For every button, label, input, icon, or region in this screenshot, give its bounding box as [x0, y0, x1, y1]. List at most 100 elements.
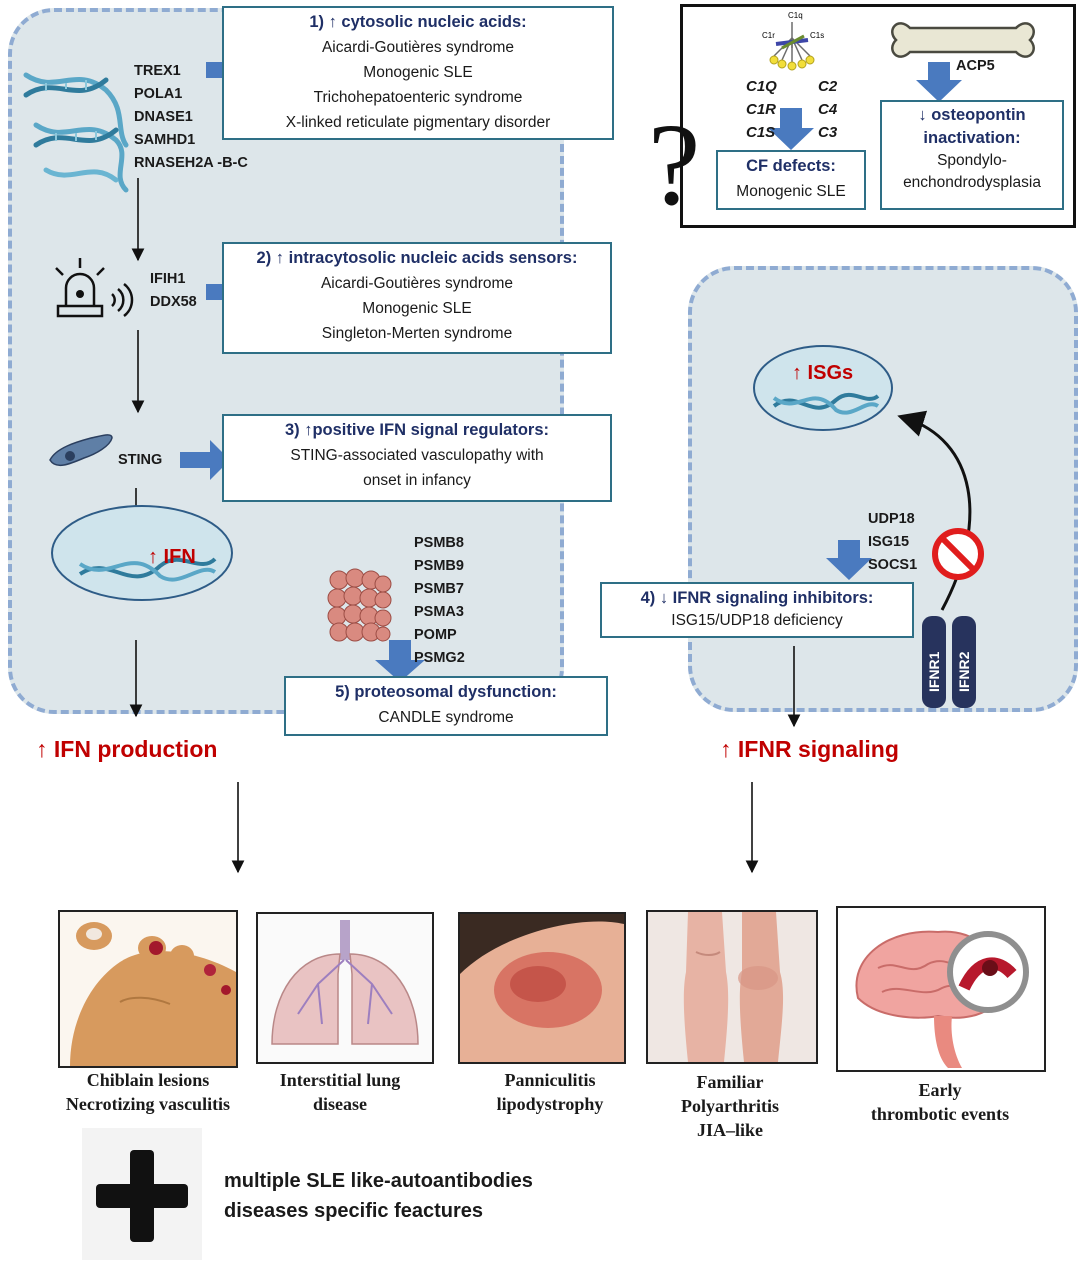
- plus-icon: +: [82, 1128, 202, 1260]
- caption-line: Necrotizing vasculitis: [65, 1094, 231, 1114]
- acp5-label: ACP5: [956, 58, 995, 74]
- box1-item: Trichohepatoenteric syndrome: [313, 89, 523, 106]
- caption-panniculitis: Panniculitis lipodystrophy: [450, 1068, 650, 1116]
- caption-line: Familiar: [696, 1072, 764, 1092]
- box-ifnr-inhibitors: 4) ↓ IFNR signaling inhibitors: ISG15/UD…: [600, 582, 914, 638]
- gene-list-1: TREX1 POLA1 DNASE1 SAMHD1 RNASEH2A -B-C: [134, 60, 248, 175]
- gene-c3: C3: [818, 124, 838, 141]
- ifnr-signaling-label: ↑ IFNR signaling: [720, 736, 899, 762]
- prohibited-icon: [932, 528, 984, 580]
- ifn-nucleus: [51, 505, 233, 601]
- ifn-receptor-icon: IFNR1 IFNR2: [922, 616, 976, 708]
- gene-rnaseh2: RNASEH2A -B-C: [134, 155, 248, 171]
- cf-box-item: Monogenic SLE: [736, 183, 846, 200]
- box3-item: onset in infancy: [363, 472, 471, 489]
- osteo-box-item: enchondrodysplasia: [903, 174, 1041, 191]
- box-positive-ifn-regulators: 3) ↑positive IFN signal regulators: STIN…: [222, 414, 612, 502]
- gene-psmb7: PSMB7: [414, 581, 464, 597]
- dna-helix-icon: [23, 72, 129, 193]
- caption-line: Early: [918, 1080, 962, 1100]
- gene-samhd1: SAMHD1: [134, 132, 196, 148]
- gene-c2: C2: [818, 78, 838, 95]
- isgs-label: ↑ ISGs: [792, 362, 854, 384]
- box3-item: STING-associated vasculopathy with: [290, 447, 544, 464]
- gene-socs1: SOCS1: [868, 557, 918, 573]
- box5-title: 5) proteosomal dysfunction:: [335, 683, 557, 701]
- box1-item: Aicardi-Goutières syndrome: [321, 39, 515, 56]
- box1-item: Monogenic SLE: [363, 64, 473, 81]
- caption-line: lipodystrophy: [496, 1094, 604, 1114]
- gene-list-5: PSMB8 PSMB9 PSMB7 PSMA3 POMP PSMG2: [414, 532, 465, 670]
- box2-item: Monogenic SLE: [362, 300, 472, 317]
- arrow-to-box4: [826, 540, 872, 580]
- box2-item: Singleton-Merten syndrome: [321, 325, 513, 342]
- caption-lung: Interstitial lung disease: [250, 1068, 430, 1116]
- complement-c1-icon: C1q C1r C1s: [762, 11, 824, 71]
- gene-psma3: PSMA3: [414, 604, 464, 620]
- gene-isg15: ISG15: [868, 534, 910, 550]
- osteo-box-title: ↓ osteopontin inactivation:: [918, 106, 1026, 147]
- box1-title: 1) ↑ cytosolic nucleic acids:: [309, 13, 527, 31]
- cf-box-title: CF defects:: [746, 157, 836, 175]
- osteo-box-item: Spondylo-: [937, 152, 1007, 169]
- gene-psmg2: PSMG2: [414, 650, 465, 666]
- footer-text: multiple SLE like-autoantibodies disease…: [224, 1166, 533, 1226]
- caption-line: thrombotic events: [870, 1104, 1010, 1124]
- photo-thrombotic-brain: [836, 906, 1046, 1072]
- gene-ifih1: IFIH1: [150, 271, 186, 287]
- box-proteosomal-dysfunction: 5) proteosomal dysfunction: CANDLE syndr…: [284, 676, 608, 736]
- receptor-label-1: IFNR1: [926, 651, 942, 692]
- box-osteopontin: ↓ osteopontin inactivation: Spondylo- en…: [880, 100, 1064, 210]
- box-nucleic-acid-sensors: 2) ↑ intracytosolic nucleic acids sensor…: [222, 242, 612, 354]
- caption-line: Polyarthritis: [681, 1096, 779, 1116]
- caption-polyarthritis: Familiar Polyarthritis JIA–like: [640, 1070, 820, 1142]
- footer-line: diseases specific feactures: [224, 1200, 484, 1222]
- caption-line: JIA–like: [696, 1120, 763, 1140]
- photo-polyarthritis-fingers: [646, 910, 818, 1064]
- photo-panniculitis: [458, 912, 626, 1064]
- c1q-label: C1q: [788, 11, 803, 20]
- sting-label: STING: [118, 452, 163, 468]
- question-mark: ?: [648, 99, 701, 230]
- box3-title: 3) ↑positive IFN signal regulators:: [284, 421, 550, 439]
- box1-item: X-linked reticulate pigmentary disorder: [285, 114, 551, 131]
- proteasome-icon: [327, 568, 392, 642]
- caption-line: disease: [313, 1094, 367, 1114]
- arrow-to-box3: [180, 440, 230, 480]
- box-cf-defects: CF defects: Monogenic SLE: [716, 150, 866, 210]
- photo-chilblain-foot: [58, 910, 238, 1068]
- gene-c1q: C1Q: [746, 78, 777, 95]
- ifn-label: ↑ IFN: [148, 546, 196, 568]
- caption-chilblain: Chiblain lesions Necrotizing vasculitis: [38, 1068, 258, 1116]
- box2-item: Aicardi-Goutières syndrome: [320, 275, 514, 292]
- bone-icon: [891, 22, 1035, 58]
- receptor-label-2: IFNR2: [956, 651, 972, 692]
- arrow-to-cf-box: [768, 108, 814, 150]
- footer-line: multiple SLE like-autoantibodies: [224, 1170, 533, 1192]
- caption-line: Panniculitis: [504, 1070, 596, 1090]
- caption-line: Chiblain lesions: [86, 1070, 210, 1090]
- arrow-to-osteo-box: [916, 62, 962, 102]
- gene-psmb9: PSMB9: [414, 558, 464, 574]
- gene-c1r: C1R: [746, 101, 777, 118]
- inhibitor-gene-list: UDP18 ISG15 SOCS1: [868, 508, 917, 577]
- plus-symbol: +: [82, 1128, 83, 1129]
- alarm-sensor-icon: [55, 258, 134, 318]
- caption-thrombotic: Early thrombotic events: [840, 1078, 1040, 1126]
- box5-item: CANDLE syndrome: [378, 709, 514, 726]
- caption-line: Interstitial lung: [279, 1070, 401, 1090]
- gene-dnase1: DNASE1: [134, 109, 193, 125]
- isgs-nucleus: [753, 345, 893, 431]
- gene-trex1: TREX1: [134, 63, 181, 79]
- box2-title: 2) ↑ intracytosolic nucleic acids sensor…: [256, 249, 578, 267]
- gene-list-2: IFIH1 DDX58: [150, 268, 197, 314]
- ifn-production-label: ↑ IFN production: [36, 736, 218, 762]
- arrow-to-box5: [375, 640, 425, 682]
- gene-c4: C4: [818, 101, 838, 118]
- gene-ddx58: DDX58: [150, 294, 197, 310]
- gene-pomp: POMP: [414, 627, 457, 643]
- c1r-label: C1r: [762, 31, 775, 40]
- box4-title: 4) ↓ IFNR signaling inhibitors:: [640, 589, 874, 607]
- c1s-label: C1s: [810, 31, 824, 40]
- gene-psmb8: PSMB8: [414, 535, 464, 551]
